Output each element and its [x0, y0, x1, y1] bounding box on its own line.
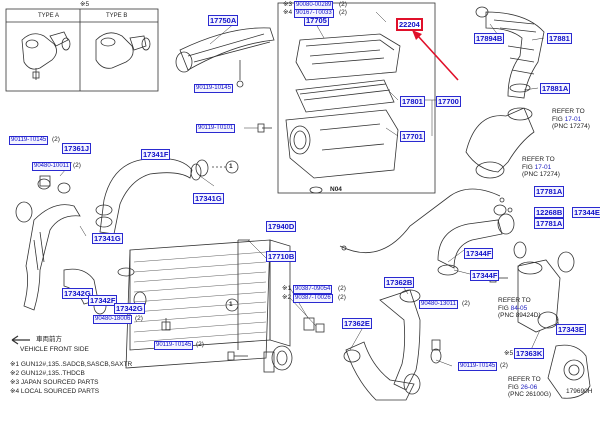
refer-fig-84-05: REFER TO FIG 84-05 (PNC 89424D): [498, 297, 541, 319]
callout-17343E[interactable]: 17343E: [556, 324, 586, 335]
mark-x4: ※4: [283, 9, 293, 16]
qty-90387-09054: (2): [338, 285, 346, 292]
intercooler-hose-upper-icon: [99, 157, 193, 235]
outlet-hose-icon: [437, 219, 503, 269]
callout-17940D[interactable]: 17940D: [266, 221, 297, 232]
qty-90480-13011: (2): [462, 300, 470, 307]
callout-90387-09054[interactable]: 90387-09054: [293, 285, 333, 294]
marker-1-b: 1: [229, 301, 233, 308]
callout-17750A[interactable]: 17750A: [208, 15, 239, 26]
callout-90480-13011[interactable]: 90480-13011: [419, 300, 458, 309]
legend-note-3: ※3 JAPAN SOURCED PARTS: [10, 379, 99, 386]
callout-17701[interactable]: 17701: [400, 131, 425, 142]
callout-90167-t0033[interactable]: 90167-T0033: [294, 9, 334, 18]
intake-hose-icon: [179, 27, 275, 71]
callout-90119-10145[interactable]: 90119-10145: [194, 84, 233, 93]
callout-17362E[interactable]: 17362E: [342, 318, 372, 329]
outlet-elbow-icon: [465, 107, 535, 173]
refer-fig-17-01-a: REFER TO FIG 17-01 (PNC 17274): [552, 108, 590, 130]
callout-17341G-b[interactable]: 17341G: [92, 233, 123, 244]
callout-90119-t0145-b[interactable]: 90119-T0145: [154, 341, 194, 350]
mark-x5: ※5: [504, 350, 514, 357]
air-cleaner-cap-icon: [295, 33, 401, 81]
type-b-part-icon: [95, 32, 134, 69]
qty-90167-t0033: (2): [339, 9, 347, 16]
legend-front-jp: 車両前方: [36, 336, 62, 343]
type-a-part-icon: [21, 33, 57, 70]
callout-17344E[interactable]: 17344E: [572, 207, 600, 218]
intercooler-pipe-left-icon: [23, 204, 81, 311]
qty-90387-t0026: (2): [338, 294, 346, 301]
callout-17781A-a[interactable]: 17781A: [534, 186, 565, 197]
throttle-connector-icon: [517, 259, 561, 333]
callout-90480-18006[interactable]: 90480-18006: [93, 315, 133, 324]
callout-17362B[interactable]: 17362B: [384, 277, 415, 288]
callout-17781A-b[interactable]: 17781A: [534, 218, 565, 229]
callout-12268B[interactable]: 12268B: [534, 207, 565, 218]
filter-element-icon: [295, 79, 395, 113]
qty-90480-18006: (2): [135, 315, 143, 322]
callout-17342G-b[interactable]: 17342G: [114, 303, 145, 314]
qty-90119-t0145-b: (2): [196, 341, 204, 348]
callout-17881[interactable]: 17881: [547, 33, 572, 44]
label-n04: N04: [330, 186, 342, 193]
qty-90480-10011: (2): [73, 162, 81, 169]
highlight-arrow-icon: [412, 30, 459, 81]
qty-90119-t0145-a: (2): [52, 136, 60, 143]
refer-fig-26-06: REFER TO FIG 26-06 (PNC 26100G): [508, 376, 551, 398]
callout-17361J[interactable]: 17361J: [62, 143, 92, 154]
air-cleaner-case-icon: [285, 109, 399, 179]
callout-17342G[interactable]: 17342G: [62, 288, 93, 299]
callout-17801[interactable]: 17801: [400, 96, 425, 107]
legend-front-en: VEHICLE FRONT SIDE: [20, 346, 89, 353]
inset-type-a-label: TYPE A: [38, 13, 60, 19]
intercooler-core-icon: [129, 239, 271, 351]
vacuum-hose-icon: [339, 188, 501, 253]
callout-90119-t0145-c[interactable]: 90119-T0145: [458, 362, 498, 371]
figure-id: 179690H: [566, 388, 593, 395]
inset-note: ※5: [80, 1, 90, 8]
legend-note-4: ※4 LOCAL SOURCED PARTS: [10, 388, 100, 395]
callout-90387-t0026[interactable]: 90387-T0026: [293, 294, 333, 303]
callout-17710B[interactable]: 17710B: [266, 251, 297, 262]
callout-90480-10011[interactable]: 90480-10011: [32, 162, 71, 171]
callout-22204-highlighted[interactable]: 22204: [396, 18, 423, 31]
callout-90119-t0145-a[interactable]: 90119-T0145: [9, 136, 49, 145]
inset-frame: [5, 8, 159, 92]
mark-x3: ※3: [283, 1, 293, 8]
corrugated-hose-icon: [485, 11, 545, 99]
mark-x2: ※2: [282, 294, 292, 301]
refer-fig-17-01-b: REFER TO FIG 17-01 (PNC 17274): [522, 156, 560, 178]
callout-17881A[interactable]: 17881A: [540, 83, 571, 94]
callout-17341F[interactable]: 17341F: [141, 149, 171, 160]
vehicle-front-arrow-icon: [11, 335, 30, 345]
callout-17700[interactable]: 17700: [436, 96, 461, 107]
legend-note-2: ※2 GUN12#,135..THDCB: [10, 370, 85, 377]
callout-17344F-b[interactable]: 17344F: [470, 270, 500, 281]
intercooler-outlet-pipe-icon: [379, 289, 421, 391]
callout-17363K[interactable]: 17363K: [514, 348, 545, 359]
callout-17342F[interactable]: 17342F: [88, 295, 118, 306]
callout-17341G[interactable]: 17341G: [193, 193, 224, 204]
inset-type-b-label: TYPE B: [106, 13, 128, 19]
callout-17894B[interactable]: 17894B: [474, 33, 505, 44]
legend-note-1: ※1 GUN12#,135..SADCB,SASCB,SAXTR: [10, 361, 133, 368]
air-cleaner-frame: [277, 2, 436, 194]
mark-x1: ※1: [282, 285, 292, 292]
callout-17344F[interactable]: 17344F: [464, 248, 494, 259]
qty-90119-t0145-c: (2): [500, 362, 508, 369]
callout-90119-t0101[interactable]: 90119-T0101: [196, 124, 236, 133]
qty-90080-00289: (2): [339, 1, 347, 8]
marker-1-a: 1: [229, 163, 233, 170]
throttle-body-icon: [547, 344, 591, 399]
